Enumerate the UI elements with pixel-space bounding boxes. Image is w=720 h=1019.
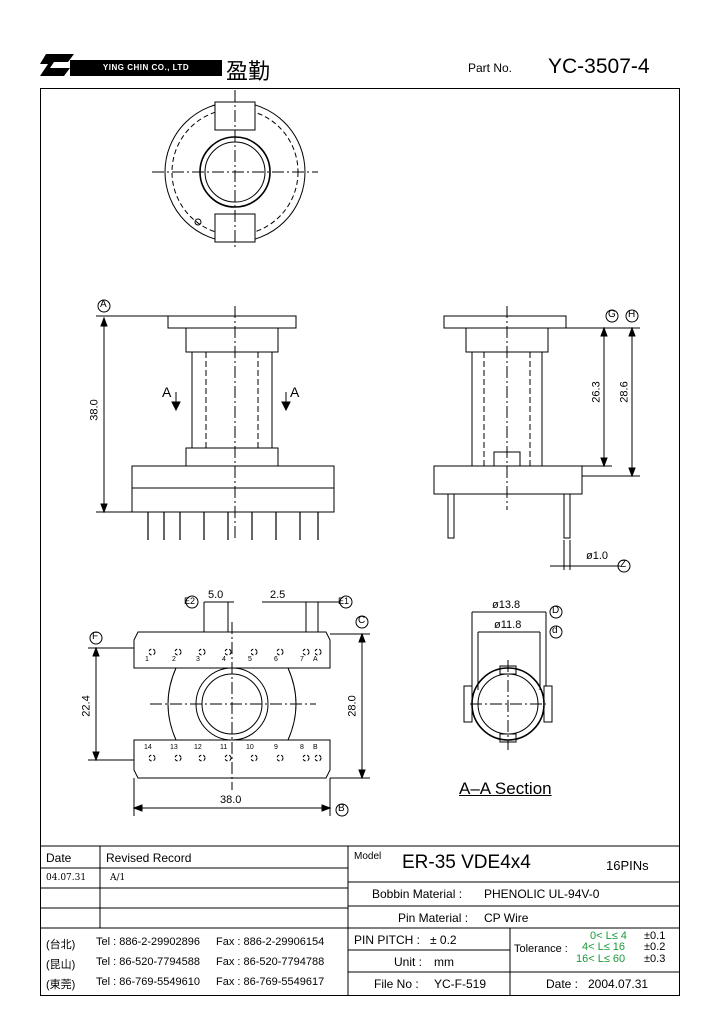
pin-material-label: Pin Material : (398, 911, 469, 925)
company-name-cn: 盈勤 (226, 60, 271, 85)
date-value: 2004.07.31 (588, 977, 649, 991)
dim-26-3: 26.3 (590, 381, 603, 403)
tolerance-value: ±0.1 (644, 930, 666, 942)
marker-c: C (358, 615, 366, 626)
marker-f: F (92, 631, 99, 642)
revision-date-header: Date (46, 851, 72, 865)
dim-28-6: 28.6 (618, 381, 631, 403)
bottom-view (88, 595, 370, 817)
pin-pitch-label: PIN PITCH : (354, 933, 421, 947)
tolerance-value: ±0.3 (644, 953, 666, 965)
pin-label: 1 (145, 656, 149, 663)
pin-label: 6 (274, 656, 278, 663)
pin-label: 9 (274, 744, 278, 751)
drawing-frame (40, 88, 680, 996)
pin-label: B (313, 744, 318, 751)
revision-record-header: Revised Record (106, 851, 192, 865)
unit-label: Unit : (394, 955, 423, 969)
tolerance-range: 0< L≤ 4 (590, 930, 627, 942)
pin-label: 11 (220, 744, 228, 751)
pin-label: 13 (170, 744, 178, 751)
part-no-label: Part No. (468, 61, 513, 75)
pin-label: A (313, 656, 318, 663)
file-no-label: File No : (374, 977, 419, 991)
section-arrow-right: A (290, 384, 300, 400)
marker-b: B (338, 803, 345, 814)
contact-fax: Fax : 86-520-7794788 (216, 956, 325, 968)
side-view (433, 306, 640, 573)
dim-38-bottom: 38.0 (220, 794, 242, 806)
bobbin-material-label: Bobbin Material : (372, 887, 463, 901)
dim-28-0: 28.0 (346, 695, 359, 717)
revision-record-cell: A/1 (110, 873, 126, 883)
tolerance-label: Tolerance : (514, 943, 568, 955)
company-logo-icon (40, 54, 74, 76)
contact-tel: Tel : 86-520-7794588 (96, 956, 200, 968)
tolerance-range: 4< L≤ 16 (582, 941, 626, 953)
tolerance-range: 16< L≤ 60 (576, 953, 626, 965)
marker-e2: E2 (184, 596, 196, 606)
pin-label: 3 (196, 656, 200, 663)
marker-e1: E1 (338, 596, 350, 606)
unit-value: mm (434, 955, 454, 969)
pin-label: 14 (144, 744, 152, 751)
contact-city: (台北) (46, 939, 76, 951)
tolerance-value: ±0.2 (644, 941, 666, 953)
bobbin-material: PHENOLIC UL-94V-0 (484, 887, 600, 901)
top-view (152, 90, 318, 250)
contact-tel: Tel : 86-769-5549610 (96, 976, 200, 988)
contact-city: (東莞) (46, 979, 76, 991)
dim-5-0: 5.0 (208, 589, 224, 601)
dim-phi-1-0: ø1.0 (586, 550, 609, 562)
contact-city: (昆山) (46, 959, 76, 971)
revision-date-cell: 04.07.31 (46, 873, 87, 883)
dim-38-side: 38.0 (88, 399, 101, 421)
pin-label: 4 (222, 656, 226, 663)
pin-label: 12 (194, 744, 202, 751)
model-label: Model (354, 851, 382, 862)
pin-material: CP Wire (484, 911, 529, 925)
marker-h: H (628, 309, 636, 320)
date-label: Date : (546, 977, 579, 991)
marker-d-upper: D (552, 605, 560, 616)
dim-phi-13-8: ø13.8 (492, 599, 521, 611)
pin-label: 8 (300, 744, 304, 751)
dim-22-4: 22.4 (80, 695, 93, 717)
section-view (463, 605, 563, 750)
pin-pitch: ± 0.2 (430, 933, 457, 947)
title-block-lines (40, 845, 680, 996)
front-view (96, 299, 335, 540)
contact-fax: Fax : 886-2-29906154 (216, 936, 325, 948)
section-title: A–A Section (459, 779, 552, 798)
contact-fax: Fax : 86-769-5549617 (216, 976, 325, 988)
marker-d-lower: d (552, 625, 558, 636)
file-no: YC-F-519 (434, 977, 487, 991)
contact-tel: Tel : 886-2-29902896 (96, 936, 200, 948)
marker-z: Z (620, 559, 627, 570)
pin-label: 7 (300, 656, 304, 663)
marker-a: A (100, 299, 107, 310)
dim-2-5: 2.5 (270, 589, 286, 601)
model-name: ER-35 VDE4x4 (402, 852, 531, 873)
marker-g: G (608, 309, 616, 320)
pin-label: 5 (248, 656, 252, 663)
pin-count: 16PINs (606, 858, 649, 873)
part-number: YC-3507-4 (548, 55, 650, 78)
company-name: YING CHIN CO., LTD (70, 60, 222, 76)
dim-phi-11-8: ø11.8 (494, 619, 522, 631)
pin-label: 10 (246, 744, 254, 751)
section-arrow-left: A (162, 384, 172, 400)
pin-label: 2 (172, 656, 176, 663)
